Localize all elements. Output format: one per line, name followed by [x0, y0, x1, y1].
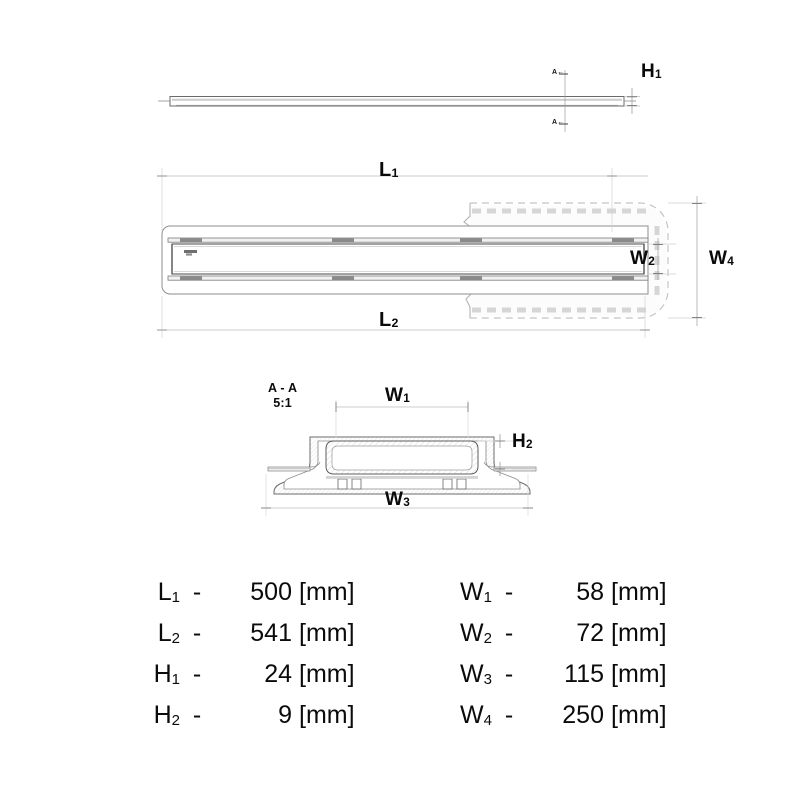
dim-dash: - — [192, 701, 202, 729]
dim-value: 58 — [576, 578, 604, 606]
dim-unit: [mm] — [611, 701, 667, 729]
dim-value: 24 — [264, 660, 292, 688]
dim-symbol: W1 — [460, 578, 492, 607]
dim-unit: [mm] — [299, 701, 355, 729]
section-feet — [337, 478, 467, 490]
dim-value: 72 — [576, 619, 604, 647]
elevation-body — [169, 96, 625, 107]
l2-label: L2 — [379, 309, 399, 331]
table-row: W4 - 250 [mm] — [430, 701, 700, 742]
section-marker-top: A← — [552, 69, 565, 76]
dim-dash: - — [192, 660, 202, 688]
channel-opening — [171, 243, 645, 275]
section-marker-bottom: A← — [552, 119, 565, 126]
dimensions-column-right: W1 - 58 [mm] W2 - 72 [mm] W3 - 115 [mm] … — [430, 578, 700, 742]
clip-mark — [612, 238, 634, 242]
elevation-view — [158, 70, 640, 132]
dimensions-column-left: L1 - 500 [mm] L2 - 541 [mm] H1 - 24 [mm]… — [118, 578, 388, 742]
dim-unit: [mm] — [299, 619, 355, 647]
dim-dash: - — [504, 578, 514, 606]
plan-view — [157, 168, 706, 338]
dim-unit: [mm] — [611, 619, 667, 647]
section-view-title: A - A 5:1 — [268, 381, 297, 411]
channel-rail-bottom — [167, 275, 649, 281]
l1-label: L1 — [379, 159, 399, 181]
dim-symbol: W4 — [460, 701, 492, 730]
dim-dash: - — [192, 619, 202, 647]
dim-unit: [mm] — [611, 660, 667, 688]
dim-symbol: W2 — [460, 619, 492, 648]
dim-unit: [mm] — [299, 660, 355, 688]
dim-symbol: H2 — [153, 701, 180, 730]
dim-dash: - — [192, 578, 202, 606]
membrane-outline — [470, 202, 669, 319]
w1-label: W1 — [385, 385, 410, 406]
h2-label: H2 — [512, 431, 533, 452]
dim-value: 115 — [564, 660, 604, 688]
clip-mark — [180, 238, 202, 242]
w4-label: W4 — [709, 248, 734, 269]
table-row: H1 - 24 [mm] — [118, 660, 388, 701]
table-row: L1 - 500 [mm] — [118, 578, 388, 619]
dim-dash: - — [504, 619, 514, 647]
channel-rail-top — [167, 237, 649, 243]
clip-mark — [460, 238, 482, 242]
section-title-text: A - A — [268, 381, 298, 395]
dim-symbol: L2 — [157, 619, 180, 648]
clip-mark — [332, 276, 354, 280]
section-view — [261, 400, 537, 516]
product-tag — [184, 250, 197, 256]
table-row: W3 - 115 [mm] — [430, 660, 700, 701]
table-row: W2 - 72 [mm] — [430, 619, 700, 660]
table-row: H2 - 9 [mm] — [118, 701, 388, 742]
table-row: L2 - 541 [mm] — [118, 619, 388, 660]
dim-unit: [mm] — [299, 578, 355, 606]
clip-mark — [460, 276, 482, 280]
dim-value: 250 — [562, 701, 604, 729]
clip-mark — [612, 276, 634, 280]
section-flange-left — [267, 466, 311, 472]
clip-mark — [180, 276, 202, 280]
dim-value: 541 — [250, 619, 292, 647]
dim-symbol: L1 — [157, 578, 180, 607]
dim-value: 9 — [278, 701, 292, 729]
dim-symbol: H1 — [153, 660, 180, 689]
h1-label: H1 — [641, 61, 662, 82]
dim-dash: - — [504, 701, 514, 729]
dim-dash: - — [504, 660, 514, 688]
clip-mark — [332, 238, 354, 242]
w3-label: W3 — [385, 489, 410, 510]
w2-label: W2 — [630, 248, 655, 269]
dim-symbol: W3 — [460, 660, 492, 689]
dim-value: 500 — [250, 578, 292, 606]
table-row: W1 - 58 [mm] — [430, 578, 700, 619]
section-scale-text: 5:1 — [273, 395, 292, 410]
dim-unit: [mm] — [611, 578, 667, 606]
